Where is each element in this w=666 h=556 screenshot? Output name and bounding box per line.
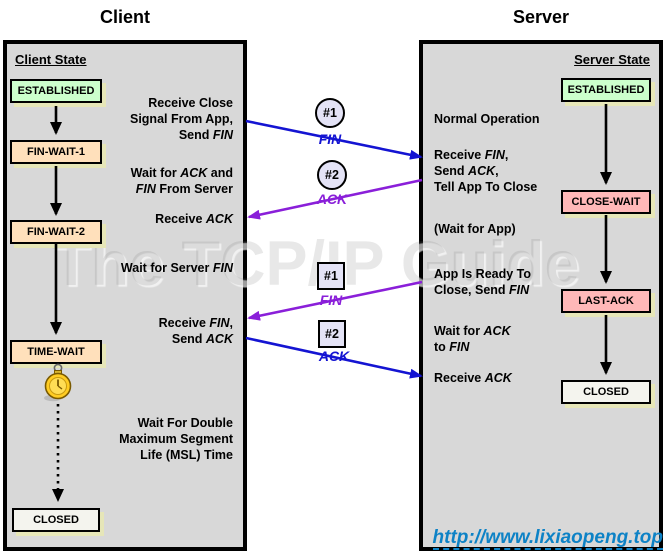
server-label-receive-fin: Receive FIN,Send ACK,Tell App To Close bbox=[434, 148, 538, 194]
message-4-ack-badge: #2 bbox=[318, 320, 346, 348]
client-state-time-wait: TIME-WAIT bbox=[10, 340, 102, 364]
message-2-ack-badge: #2 bbox=[317, 160, 347, 190]
message-3-fin-label: FIN bbox=[319, 292, 343, 308]
client-label-receive-fin-send-ack: Receive FIN,Send ACK bbox=[158, 316, 233, 346]
client-state-established: ESTABLISHED bbox=[10, 79, 102, 103]
server-label-wait-for-app: (Wait for App) bbox=[434, 222, 516, 236]
footer-url-text[interactable]: http://www.lixiaopeng.top bbox=[432, 527, 663, 550]
message-1-fin-label: FIN bbox=[318, 131, 342, 147]
client-state-heading: Client State bbox=[15, 52, 87, 67]
client-panel bbox=[3, 40, 247, 551]
server-state-established: ESTABLISHED bbox=[561, 78, 651, 102]
client-title: Client bbox=[99, 7, 150, 27]
server-title: Server bbox=[512, 7, 570, 27]
message-2-ack-label: ACK bbox=[316, 191, 348, 207]
server-state-close-wait: CLOSE-WAIT bbox=[561, 190, 651, 214]
client-state-fin-wait-1: FIN-WAIT-1 bbox=[10, 140, 102, 164]
message-1-fin-badge: #1 bbox=[315, 98, 345, 128]
server-label-normal-operation: Normal Operation bbox=[434, 112, 540, 126]
message-4-ack-label: ACK bbox=[318, 348, 350, 364]
server-state-closed: CLOSED bbox=[561, 380, 651, 404]
stopwatch-icon bbox=[40, 361, 76, 408]
client-state-fin-wait-2: FIN-WAIT-2 bbox=[10, 220, 102, 244]
server-state-last-ack: LAST-ACK bbox=[561, 289, 651, 313]
client-label-receive-ack: Receive ACK bbox=[155, 212, 233, 226]
client-label-wait-server-fin: Wait for Server FIN bbox=[120, 261, 233, 275]
server-state-heading: Server State bbox=[574, 52, 650, 67]
server-label-receive-ack: Receive ACK bbox=[434, 371, 512, 385]
message-3-fin-badge: #1 bbox=[317, 262, 345, 290]
footer-url-link[interactable]: http://www.lixiaopeng.top bbox=[432, 527, 663, 550]
client-state-closed: CLOSED bbox=[12, 508, 100, 532]
